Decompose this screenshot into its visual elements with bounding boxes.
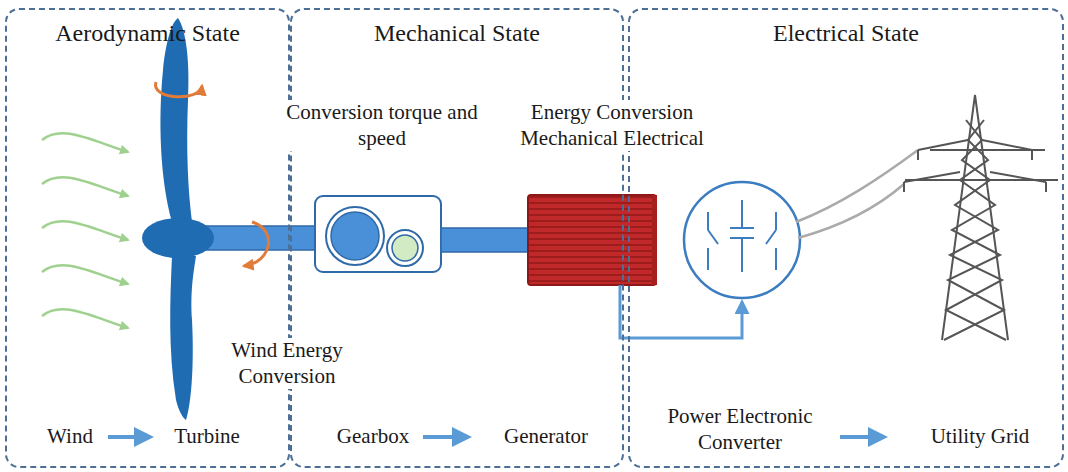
part-label: Wind xyxy=(35,424,105,450)
main-shaft xyxy=(205,226,317,250)
part-label: Conversion torque and speed xyxy=(284,100,480,151)
grid-wires xyxy=(796,150,918,238)
panel-heading: Mechanical State xyxy=(292,20,622,47)
rotation-arrows xyxy=(156,82,269,266)
electrical-panel: Electrical State xyxy=(628,8,1064,468)
wind-arrows xyxy=(42,133,128,328)
part-label: Utility Grid xyxy=(910,424,1050,450)
part-label: Gearbox xyxy=(325,424,421,450)
part-label: Turbine xyxy=(157,424,257,450)
panel-heading: Aerodynamic State xyxy=(7,20,288,47)
part-label: Wind Energy Conversion xyxy=(217,338,357,389)
panel-heading: Electrical State xyxy=(630,20,1062,47)
part-label: Power Electronic Converter xyxy=(642,404,838,455)
turbine-rotor xyxy=(142,18,214,420)
mechanical-panel: Mechanical State xyxy=(290,8,624,468)
part-label: Generator xyxy=(486,424,606,450)
aerodynamic-panel: Aerodynamic State xyxy=(5,8,290,468)
part-label: Energy Conversion Mechanical Electrical xyxy=(494,100,730,151)
transmission-tower xyxy=(904,95,1058,340)
converter-symbol xyxy=(684,182,800,298)
output-shaft xyxy=(441,228,531,252)
generator-symbol xyxy=(528,195,657,285)
gearbox-symbol xyxy=(315,196,441,272)
